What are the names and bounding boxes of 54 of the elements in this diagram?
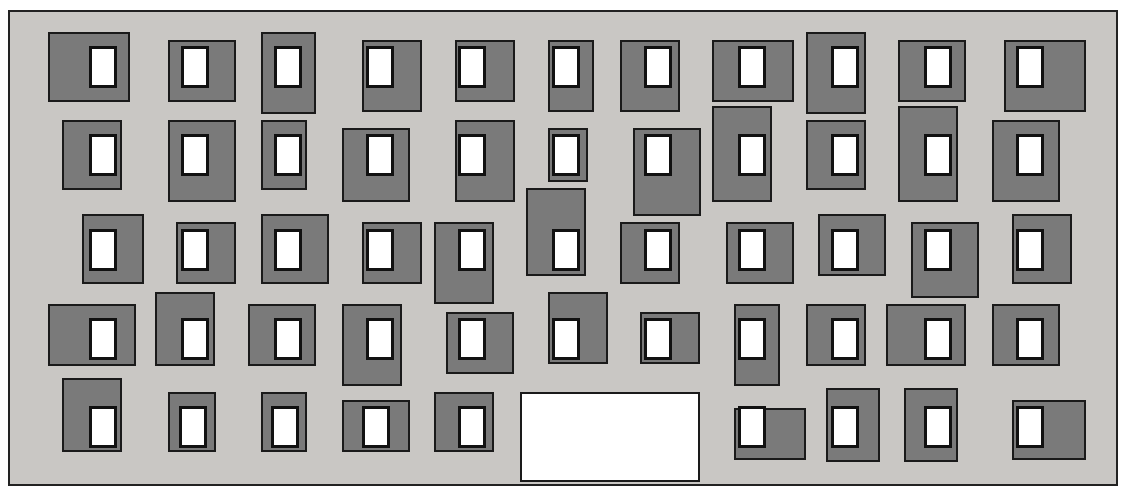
panel xyxy=(992,304,1060,366)
panel xyxy=(640,312,700,364)
panel xyxy=(898,40,966,102)
panel xyxy=(434,222,494,304)
panel xyxy=(342,304,402,386)
panel xyxy=(261,32,316,114)
panel xyxy=(633,128,701,216)
panel xyxy=(911,222,979,298)
panel xyxy=(446,312,514,374)
panel xyxy=(548,292,608,364)
panel xyxy=(548,40,594,112)
panel xyxy=(261,392,307,452)
panel xyxy=(176,222,236,284)
panel xyxy=(712,106,772,202)
panel xyxy=(806,32,866,114)
panel xyxy=(1012,214,1072,284)
panel xyxy=(362,40,422,112)
panel xyxy=(826,388,880,462)
panel xyxy=(62,378,122,452)
panel xyxy=(48,32,130,102)
panel xyxy=(455,120,515,202)
panel xyxy=(261,214,329,284)
panel xyxy=(82,214,144,284)
panel xyxy=(526,188,586,276)
panel xyxy=(620,40,680,112)
panel xyxy=(434,392,494,452)
panel xyxy=(548,128,588,182)
panel xyxy=(818,214,886,276)
panel xyxy=(806,120,866,190)
panel xyxy=(992,120,1060,202)
panel xyxy=(898,106,958,202)
blank-panel xyxy=(520,392,700,482)
panel xyxy=(168,40,236,102)
panel xyxy=(342,400,410,452)
panel xyxy=(48,304,136,366)
panel xyxy=(342,128,410,202)
panel xyxy=(1012,400,1086,460)
panel xyxy=(155,292,215,366)
panel xyxy=(806,304,866,366)
panel xyxy=(248,304,316,366)
panel xyxy=(734,408,806,460)
panel xyxy=(712,40,794,102)
panel xyxy=(168,120,236,202)
panel xyxy=(904,388,958,462)
panel xyxy=(62,120,122,190)
panel xyxy=(734,304,780,386)
panel xyxy=(362,222,422,284)
panel xyxy=(1004,40,1086,112)
panel xyxy=(168,392,216,452)
panel xyxy=(886,304,966,366)
panel xyxy=(726,222,794,284)
panel xyxy=(620,222,680,284)
panel xyxy=(261,120,307,190)
panel xyxy=(455,40,515,102)
